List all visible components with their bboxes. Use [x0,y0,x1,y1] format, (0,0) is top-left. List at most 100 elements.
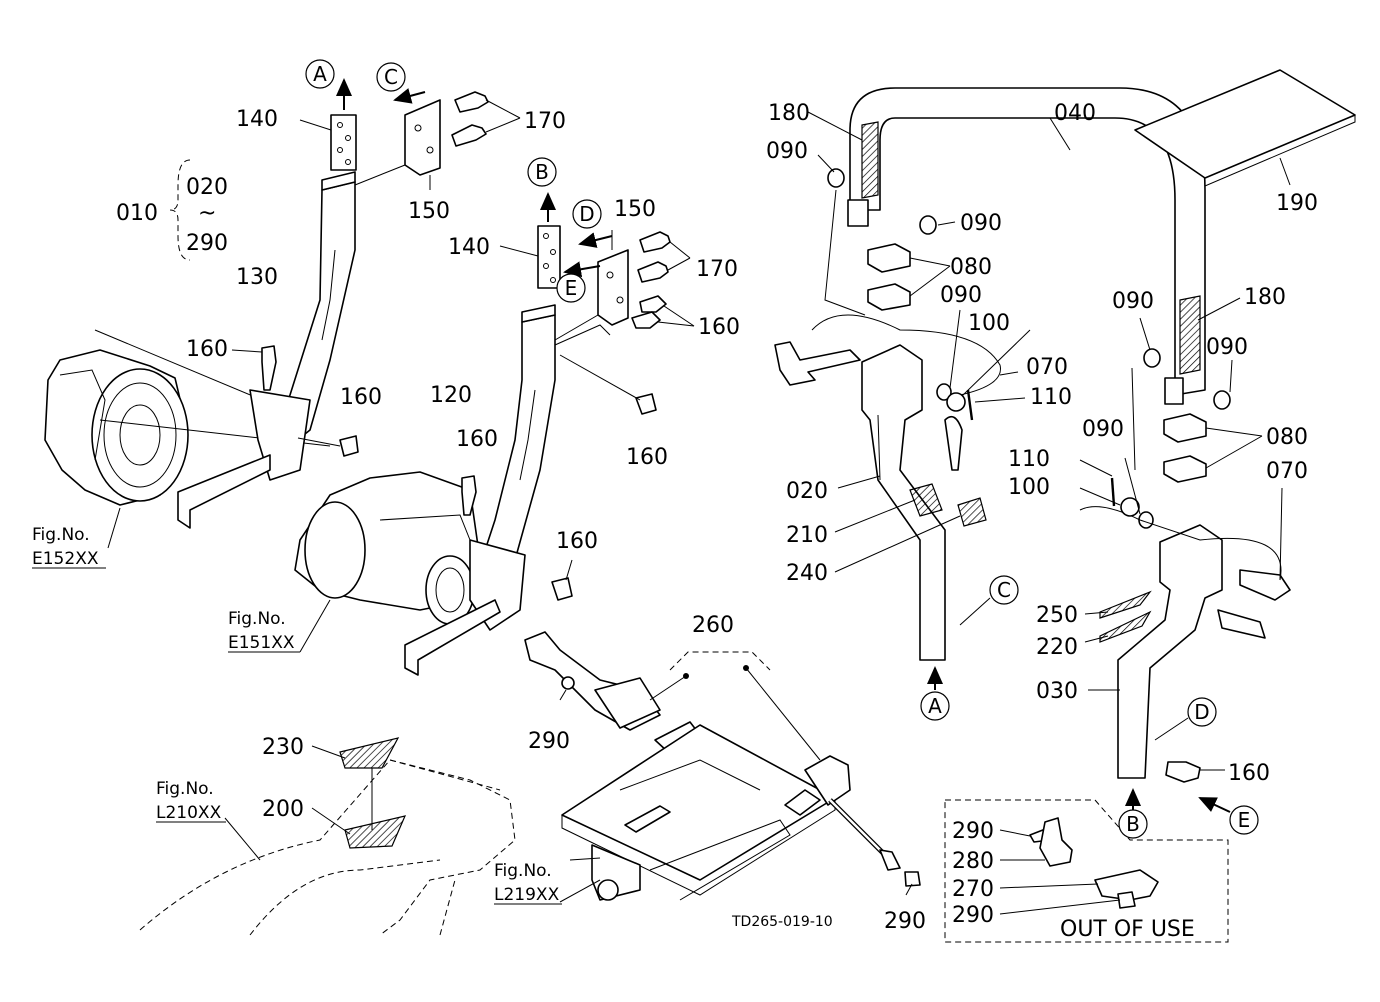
lock-pin-070-left [774,314,1019,471]
bracket-140-left [299,78,357,171]
callout-a: A [920,691,950,721]
label-170: 170 [524,109,566,134]
bolt-160-left-upper [231,345,277,391]
drawing-code: TD265-019-10 [731,914,833,930]
label-240: 240 [786,561,828,586]
pins-100-110 [946,389,1140,517]
label-150: 150 [408,199,450,224]
figure-references: Fig.No. E152XX Fig.No. E151XX Fig.No. L2… [32,525,562,905]
bolt-160-center-mid [461,475,477,516]
label-010: 010 [116,201,158,226]
label-190: 190 [1276,191,1318,216]
label-090: 090 [1206,335,1248,360]
label-020: 020 [186,175,228,200]
figref-e152-title: Fig.No. [32,525,90,545]
tractor-body-l210 [139,737,516,936]
figref-l210-title: Fig.No. [156,779,214,799]
label-020: 020 [786,479,828,504]
figref-e151-title: Fig.No. [228,609,286,629]
label-150: 150 [614,197,656,222]
label-080: 080 [950,255,992,280]
label-290: 290 [528,729,570,754]
callout-b: B [1118,809,1148,839]
label-090: 090 [960,211,1002,236]
label-120: 120 [430,383,472,408]
label-070: 070 [1266,459,1308,484]
label-160: 160 [698,315,740,340]
out-of-use-parts [999,817,1159,915]
label-290: 290 [186,231,228,256]
bolts-160-center-pair [631,295,695,329]
rops-lower-frame-030 [1099,524,1223,779]
label-160: 160 [186,337,228,362]
label-290: 290 [884,909,926,934]
seat-belt-receiver [804,755,921,887]
label-230: 230 [262,735,304,760]
label-130: 130 [236,265,278,290]
label-090: 090 [940,283,982,308]
svg-text:E: E [1238,808,1251,832]
label-090: 090 [1112,289,1154,314]
figref-e151-code: E151XX [228,633,295,653]
figref-l219-code: L219XX [494,885,560,905]
figref-l219-title: Fig.No. [494,861,552,881]
label-290: 290 [952,903,994,928]
label-160: 160 [1228,761,1270,786]
label-180: 180 [1244,285,1286,310]
figref-e152-code: E152XX [32,549,99,569]
label-250: 250 [1036,603,1078,628]
rops-lower-frame-020 [861,344,987,661]
callout-b: B [527,157,557,187]
svg-text:A: A [313,62,327,86]
label-tilde: ~ [198,201,216,226]
callout-e: E [1229,805,1259,835]
part-number-labels: 010 020 ~ 290 140 130 150 170 160 160 14… [116,101,1318,942]
bolt-160-center-right [551,559,573,601]
bolts-170-center [637,231,691,283]
label-170: 170 [696,257,738,282]
label-160: 160 [340,385,382,410]
seat-frame [561,724,836,901]
svg-text:C: C [384,65,398,89]
bolt-160-left-lower [297,435,359,457]
svg-text:B: B [535,160,549,184]
label-140: 140 [236,107,278,132]
stanchion-120 [404,304,556,676]
caps-080 [867,243,1263,483]
lock-pin-070-right [1079,487,1291,639]
label-090: 090 [766,139,808,164]
label-180: 180 [768,101,810,126]
washers-090 [827,168,1231,529]
label-270: 270 [952,877,994,902]
reference-callouts: A C B D E C A D B E [305,59,1259,839]
label-110: 110 [1008,447,1050,472]
figref-l210-code: L210XX [156,803,222,823]
label-290: 290 [952,819,994,844]
bolt-160-center-lower [559,354,657,415]
callout-c: C [989,575,1019,605]
label-090: 090 [1082,417,1124,442]
bracket-140-center [499,192,561,289]
label-200: 200 [262,797,304,822]
callout-a: A [305,59,335,89]
manual-190 [1134,69,1356,187]
label-160: 160 [556,529,598,554]
svg-text:D: D [1194,700,1209,724]
label-100: 100 [968,311,1010,336]
bolts-170-left [451,91,521,147]
label-040: 040 [1054,101,1096,126]
callout-d: D [1187,697,1217,727]
label-280: 280 [952,849,994,874]
svg-text:D: D [579,202,594,226]
seat-belt-buckle-290 [524,631,701,753]
label-220: 220 [1036,635,1078,660]
label-070: 070 [1026,355,1068,380]
plate-150-left [354,88,441,190]
label-160: 160 [456,427,498,452]
label-210: 210 [786,523,828,548]
label-110: 110 [1030,385,1072,410]
callout-e: E [556,273,586,303]
svg-text:B: B [1126,812,1140,836]
